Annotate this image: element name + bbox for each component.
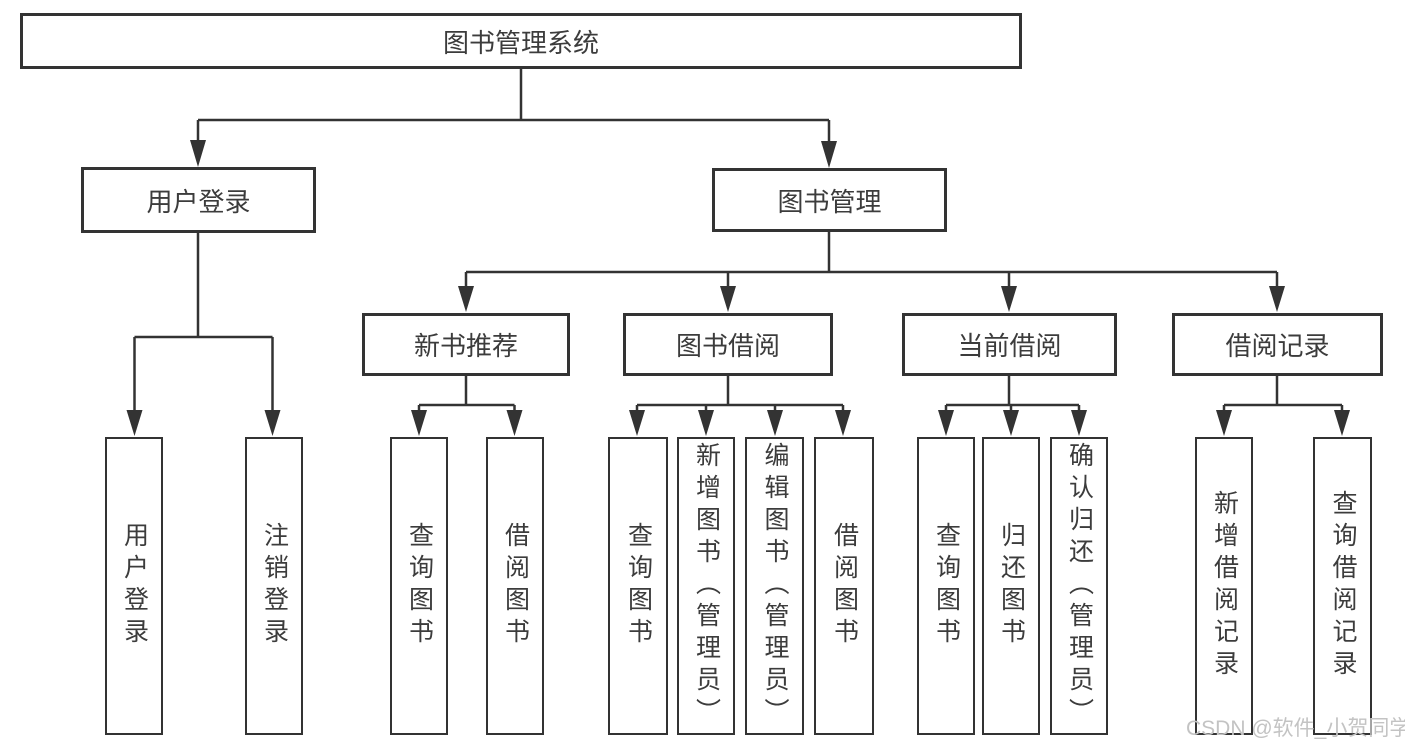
leaf-borrow-books-recommend: 借阅图书 <box>486 437 544 735</box>
node-user-login: 用户登录 <box>81 167 316 233</box>
node-new-book-recommend: 新书推荐 <box>362 313 570 376</box>
node-root: 图书管理系统 <box>20 13 1022 69</box>
node-borrow-records: 借阅记录 <box>1172 313 1383 376</box>
leaf-query-borrow-record-label: 查询借阅记录 <box>1329 490 1357 682</box>
leaf-confirm-return-admin-label: 确认归还（管理员） <box>1065 442 1094 730</box>
leaf-borrow-books-recommend-label: 借阅图书 <box>501 522 530 650</box>
leaf-query-borrow-record: 查询借阅记录 <box>1313 437 1372 735</box>
leaf-borrow-books: 借阅图书 <box>814 437 874 735</box>
leaf-query-books-borrow-label: 查询图书 <box>624 522 653 650</box>
leaf-query-books-current-label: 查询图书 <box>932 522 961 650</box>
leaf-edit-book-admin-label: 编辑图书（管理员） <box>761 442 789 730</box>
leaf-borrow-books-label: 借阅图书 <box>830 522 859 650</box>
leaf-add-book-admin: 新增图书（管理员） <box>677 437 735 735</box>
leaf-query-books-recommend: 查询图书 <box>390 437 448 735</box>
leaf-user-login-label: 用户登录 <box>120 522 149 650</box>
leaf-logout: 注销登录 <box>245 437 303 735</box>
leaf-query-books-borrow: 查询图书 <box>608 437 668 735</box>
leaf-add-book-admin-label: 新增图书（管理员） <box>692 442 721 730</box>
leaf-return-books-label: 归还图书 <box>997 522 1026 650</box>
node-book-borrow: 图书借阅 <box>623 313 833 376</box>
leaf-add-borrow-record-label: 新增借阅记录 <box>1210 490 1239 682</box>
leaf-query-books-recommend-label: 查询图书 <box>405 522 434 650</box>
leaf-return-books: 归还图书 <box>982 437 1040 735</box>
node-book-management: 图书管理 <box>712 168 947 232</box>
leaf-edit-book-admin: 编辑图书（管理员） <box>745 437 804 735</box>
leaf-confirm-return-admin: 确认归还（管理员） <box>1050 437 1108 735</box>
node-current-borrow: 当前借阅 <box>902 313 1117 376</box>
leaf-logout-label: 注销登录 <box>260 522 289 650</box>
leaf-user-login: 用户登录 <box>105 437 163 735</box>
leaf-add-borrow-record: 新增借阅记录 <box>1195 437 1253 735</box>
csdn-watermark: CSDN @软件_小贺同学 <box>1186 717 1405 740</box>
leaf-query-books-current: 查询图书 <box>917 437 975 735</box>
